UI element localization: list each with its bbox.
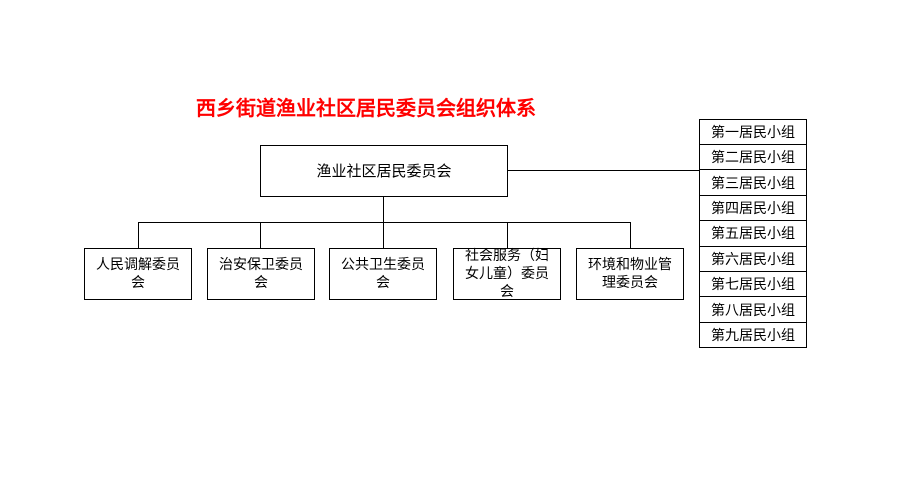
- diagram-title: 西乡街道渔业社区居民委员会组织体系: [196, 96, 536, 120]
- resident-group-5: 第五居民小组: [699, 221, 807, 247]
- resident-group-8: 第八居民小组: [699, 297, 807, 323]
- committee-drop-5: [630, 222, 631, 248]
- resident-group-9: 第九居民小组: [699, 322, 807, 349]
- committee-environment-property: 环境和物业管理委员会: [576, 248, 684, 300]
- root-node-residents-committee: 渔业社区居民委员会: [260, 145, 508, 197]
- root-down-connector: [383, 197, 384, 222]
- resident-group-1: 第一居民小组: [699, 119, 807, 145]
- resident-group-2: 第二居民小组: [699, 145, 807, 171]
- committee-mediation: 人民调解委员会: [84, 248, 192, 300]
- committee-drop-2: [260, 222, 261, 248]
- committee-social-service: 社会服务（妇女儿童）委员会: [453, 248, 561, 300]
- resident-group-6: 第六居民小组: [699, 246, 807, 272]
- committee-drop-3: [383, 222, 384, 248]
- committee-drop-4: [507, 222, 508, 248]
- root-to-groups-connector: [508, 170, 699, 171]
- committee-drop-1: [138, 222, 139, 248]
- resident-group-3: 第三居民小组: [699, 170, 807, 196]
- resident-group-4: 第四居民小组: [699, 195, 807, 222]
- committee-bus-connector: [138, 222, 631, 223]
- committee-public-security: 治安保卫委员会: [207, 248, 315, 300]
- resident-groups-list: 第一居民小组 第二居民小组 第三居民小组 第四居民小组 第五居民小组 第六居民小…: [699, 119, 807, 349]
- resident-group-7: 第七居民小组: [699, 271, 807, 298]
- committee-public-health: 公共卫生委员会: [329, 248, 437, 300]
